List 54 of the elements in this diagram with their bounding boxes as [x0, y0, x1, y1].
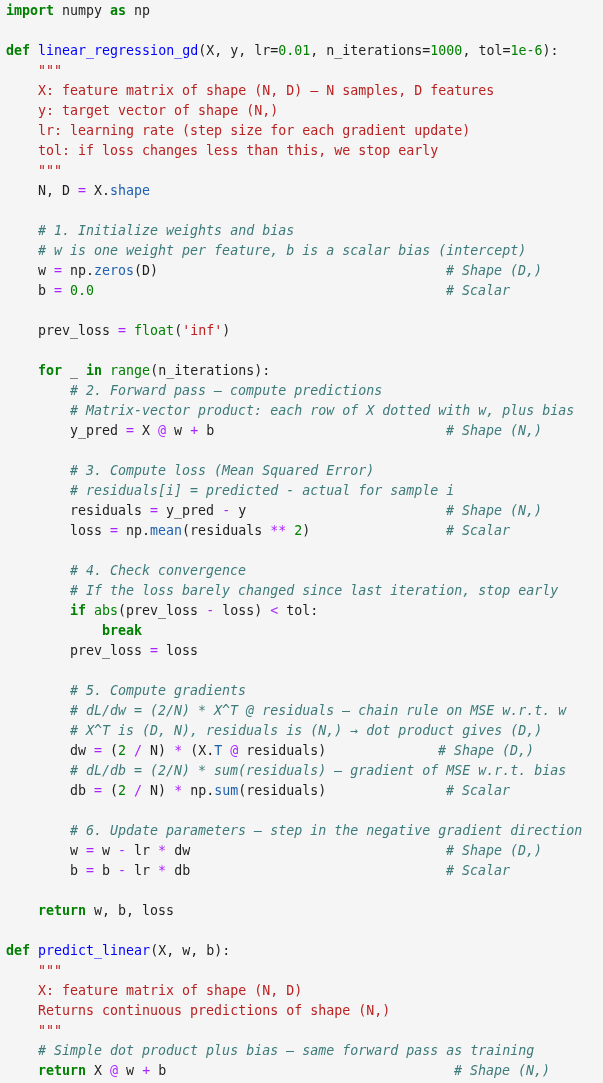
- code-comment: # Shape (N,): [454, 1062, 551, 1080]
- docstring-line: """: [38, 1022, 63, 1040]
- code-comment: # Simple dot product plus bias — same forward pass as training: [38, 1042, 535, 1060]
- code-line: if abs(prev_loss - loss) < tol:: [70, 602, 319, 621]
- docstring-line: """: [38, 162, 63, 180]
- code-comment: # If the loss barely changed since last iteration, stop early: [70, 582, 559, 600]
- code-line: w = w - lr * dw: [70, 842, 191, 860]
- code-comment: # dL/db = (2/N) * sum(residuals) — gradient of MSE w.r.t. bias: [70, 762, 567, 780]
- code-comment: # 4. Check convergence: [70, 562, 247, 580]
- code-comment: # residuals[i] = predicted - actual for sample i: [70, 482, 455, 500]
- code-comment: # Matrix-vector product: each row of X dotted with w, plus bias: [70, 402, 575, 420]
- code-comment: # Scalar: [446, 782, 511, 800]
- code-comment: # Shape (D,): [446, 262, 543, 280]
- code-comment: # 6. Update parameters — step in the negative gradient direction: [70, 822, 583, 840]
- code-comment: # Scalar: [446, 522, 511, 540]
- code-line: return X @ w + b: [38, 1062, 167, 1080]
- code-line: return w, b, loss: [38, 902, 175, 920]
- code-line: prev_loss = loss: [70, 642, 199, 661]
- code-line: loss = np.mean(residuals ** 2): [70, 522, 311, 540]
- code-comment: # Shape (N,): [446, 502, 543, 520]
- docstring-line: Returns continuous predictions of shape (N,): [38, 1002, 391, 1020]
- code-line: for _ in range(n_iterations):: [38, 362, 271, 381]
- code-line: dw = (2 / N) * (X.T @ residuals): [70, 742, 327, 760]
- docstring-line: lr: learning rate (step size for each gradient update): [38, 122, 471, 140]
- code-comment: # 1. Initialize weights and bias: [38, 222, 295, 240]
- code-line: y_pred = X @ w + b: [70, 422, 215, 441]
- docstring-line: """: [38, 62, 63, 80]
- code-line: import numpy as np: [6, 2, 151, 20]
- docstring-line: X: feature matrix of shape (N, D) — N samples, D features: [38, 82, 495, 100]
- code-line: db = (2 / N) * np.sum(residuals): [70, 782, 327, 800]
- code-line: b = 0.0: [38, 282, 95, 300]
- code-comment: # 5. Compute gradients: [70, 682, 247, 700]
- code-line: w = np.zeros(D): [38, 262, 159, 280]
- docstring-line: tol: if loss changes less than this, we stop early: [38, 142, 439, 160]
- code-line: def predict_linear(X, w, b):: [6, 942, 231, 961]
- code-comment: # Shape (D,): [446, 842, 543, 860]
- code-comment: # X^T is (D, N), residuals is (N,) → dot product gives (D,): [70, 722, 543, 740]
- code-comment: # w is one weight per feature, b is a scalar bias (intercept): [38, 242, 527, 260]
- code-comment: # Scalar: [446, 862, 511, 880]
- docstring-line: y: target vector of shape (N,): [38, 102, 279, 120]
- docstring-line: """: [38, 962, 63, 980]
- code-comment: # 2. Forward pass — compute predictions: [70, 382, 383, 400]
- code-line: prev_loss = float('inf'): [38, 322, 231, 341]
- code-line: def linear_regression_gd(X, y, lr=0.01, n_iterations=1000, tol=1e-6):: [6, 42, 559, 61]
- code-comment: # Scalar: [446, 282, 511, 300]
- code-line: N, D = X.shape: [38, 182, 151, 200]
- code-comment: # 3. Compute loss (Mean Squared Error): [70, 462, 375, 480]
- docstring-line: X: feature matrix of shape (N, D): [38, 982, 303, 1000]
- code-line: break: [102, 622, 143, 640]
- code-comment: # Shape (D,): [438, 742, 535, 760]
- code-comment: # Shape (N,): [446, 422, 543, 440]
- code-line: residuals = y_pred - y: [70, 502, 247, 521]
- code-comment: # dL/dw = (2/N) * X^T @ residuals — chain rule on MSE w.r.t. w: [70, 702, 567, 720]
- code-line: b = b - lr * db: [70, 862, 191, 880]
